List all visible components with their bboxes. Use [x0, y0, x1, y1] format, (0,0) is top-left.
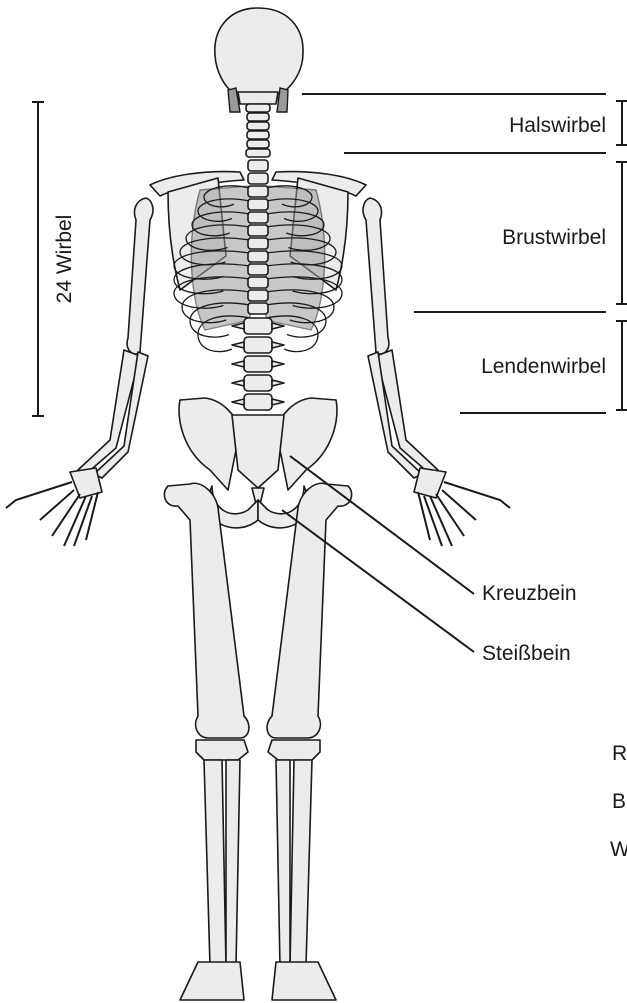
thoracic-vertebra [248, 173, 268, 184]
lumbar-vertebra [244, 337, 272, 353]
skull [215, 8, 303, 112]
thoracic-vertebra [248, 290, 268, 301]
label-cervical: Halswirbel [509, 114, 606, 137]
label-sacrum: Kreuzbein [482, 582, 577, 605]
vertebrae-total-bracket [32, 102, 44, 416]
label-lumbar: Lendenwirbel [481, 355, 606, 378]
lumbar-vertebra [244, 356, 272, 372]
lumbar-vertebra [244, 375, 272, 391]
left-arm [6, 198, 153, 546]
lumbar-bracket [616, 321, 627, 410]
right-leg [267, 483, 352, 1000]
label-coccyx: Steißbein [482, 642, 571, 665]
thoracic-vertebra [248, 277, 268, 288]
thoracic-vertebra [248, 238, 268, 249]
right-hand [414, 468, 510, 546]
cervical-bracket [616, 101, 627, 145]
thoracic-vertebra [248, 251, 268, 262]
label-total-vertebrae: 24 Wirbel [53, 215, 76, 304]
thoracic-vertebra [248, 186, 268, 197]
left-hand [6, 468, 102, 546]
left-leg [164, 483, 249, 1000]
label-thoracic: Brustwirbel [502, 226, 606, 249]
thoracic-vertebra [248, 303, 268, 314]
thoracic-bracket [616, 162, 627, 304]
cutoff-letter-2: B [612, 790, 626, 813]
thoracic-vertebra [248, 225, 268, 236]
lumbar-vertebra [244, 394, 272, 410]
cervical-spine [246, 104, 270, 157]
thoracic-vertebra [248, 264, 268, 275]
thoracic-vertebra [248, 199, 268, 210]
lumbar-vertebra [244, 318, 272, 334]
skeleton-figure [6, 8, 510, 1000]
cutoff-letter-1: R [612, 742, 627, 765]
thoracic-vertebra [248, 212, 268, 223]
thoracic-vertebra [248, 160, 268, 171]
cutoff-letter-3: W [610, 838, 627, 861]
